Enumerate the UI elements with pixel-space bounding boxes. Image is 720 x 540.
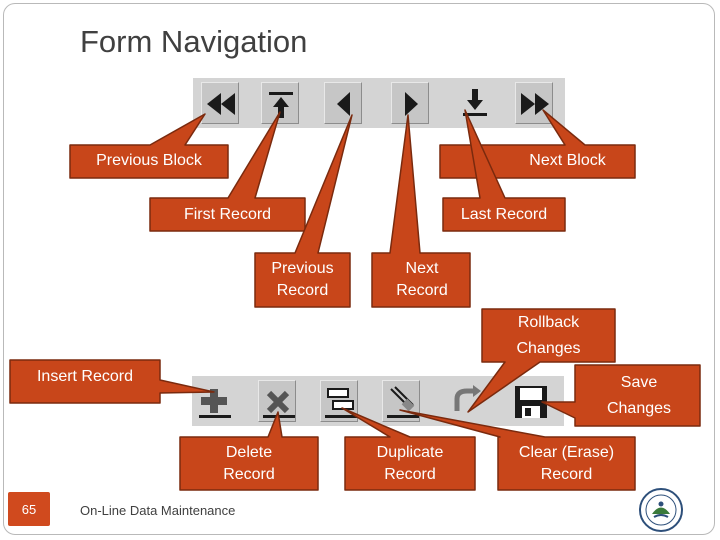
insert-record-icon [199, 389, 231, 418]
label-first-record: First Record [183, 206, 272, 223]
next-block-icon [521, 93, 549, 115]
last-record-button[interactable] [455, 82, 493, 124]
first-record-icon [269, 92, 293, 118]
last-record-icon [463, 89, 487, 116]
label-next-block: Next Block [529, 152, 606, 169]
first-record-button[interactable] [261, 82, 299, 124]
clear-record-icon [387, 386, 419, 418]
callout-duplicate-record [341, 407, 476, 491]
next-record-button[interactable] [391, 82, 429, 124]
label-clear-record: Clear (Erase)Record [518, 444, 615, 483]
previous-record-icon [337, 92, 350, 116]
callout-previous-record [254, 114, 353, 308]
clear-record-button[interactable] [382, 380, 420, 422]
callout-next-record [371, 114, 471, 308]
callout-previous-block [69, 113, 229, 179]
slide-number: 65 [8, 492, 50, 526]
label-previous-block: Previous Block [96, 152, 202, 169]
callout-insert-record [9, 359, 215, 404]
edit-toolbar [192, 376, 564, 426]
callout-save [541, 364, 701, 427]
callout-rollback [467, 308, 616, 413]
callout-delete-record [179, 411, 319, 491]
duplicate-record-button[interactable] [320, 380, 358, 422]
insert-record-button[interactable] [194, 380, 232, 422]
previous-record-button[interactable] [324, 82, 362, 124]
label-last-record: Last Record [460, 206, 548, 223]
navigation-toolbar [193, 78, 565, 128]
duplicate-record-icon [325, 388, 357, 418]
rollback-icon [454, 385, 481, 411]
epa-logo-icon [639, 488, 683, 532]
previous-block-icon [207, 93, 235, 115]
label-insert-record: Insert Record [36, 368, 134, 385]
previous-block-button[interactable] [201, 82, 239, 124]
page-title: Form Navigation [80, 24, 308, 59]
next-record-icon [405, 92, 418, 116]
callout-clear-record [399, 409, 636, 491]
callout-last-record [442, 109, 566, 232]
callout-first-record [149, 111, 306, 232]
footer-text: On-Line Data Maintenance [80, 503, 236, 518]
next-block-button[interactable] [515, 82, 553, 124]
